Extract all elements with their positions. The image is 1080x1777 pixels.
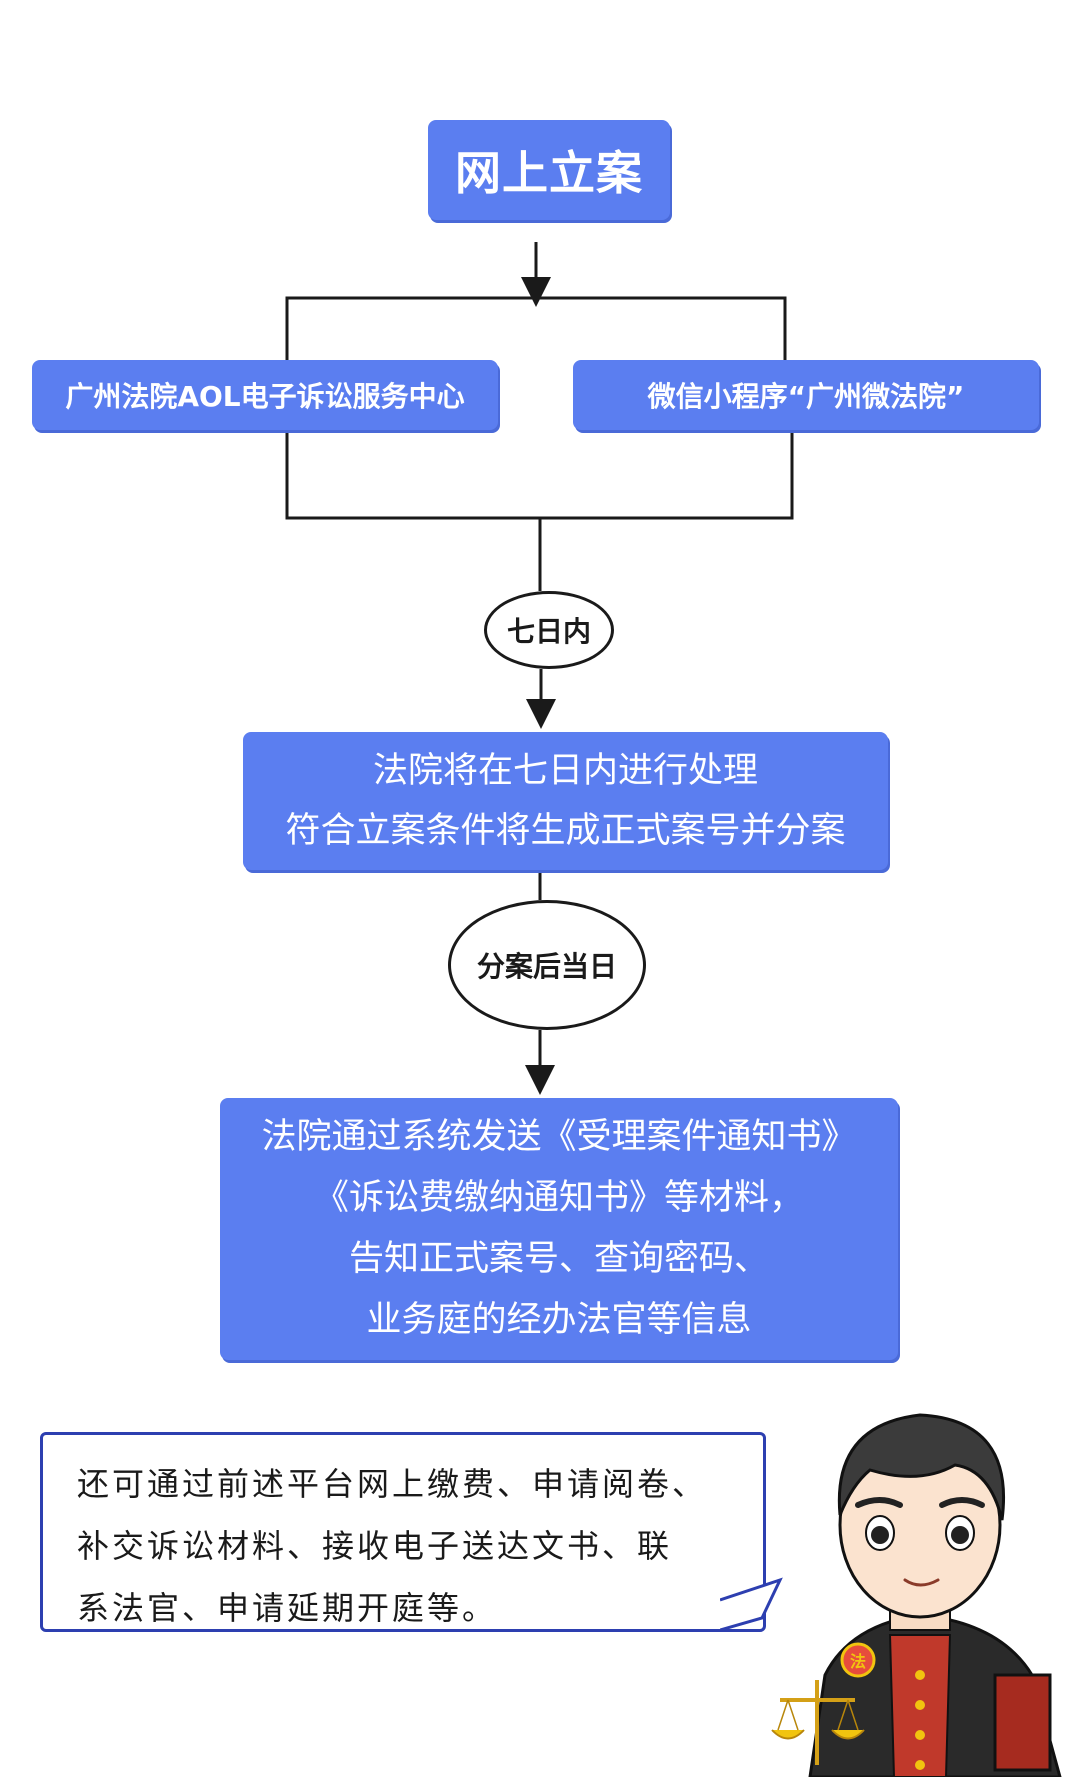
connector-branch-top: [285, 296, 787, 360]
speech-bubble-tail: [720, 1577, 783, 1632]
judge-illustration: 法: [771, 1413, 1062, 1777]
step-label-seven-days-text: 七日内: [506, 615, 591, 648]
step-title-label: 网上立案: [455, 146, 643, 200]
note-line: 补交诉讼材料、接收电子送达文书、联: [77, 1527, 673, 1565]
step-label-seven-days: 七日内: [484, 591, 614, 669]
platform-aol: 广州法院AOL电子诉讼服务中心: [32, 360, 498, 430]
step-notice-line: 法院通过系统发送《受理案件通知书》: [261, 1117, 857, 1157]
step-notice-line: 《诉讼费缴纳通知书》等材料，: [313, 1178, 804, 1218]
law-book: [993, 1673, 1052, 1772]
platform-wechat: 微信小程序“广州微法院”: [573, 360, 1039, 430]
step-process-line: 法院将在七日内进行处理: [372, 751, 758, 791]
step-notice-line: 告知正式案号、查询密码、: [348, 1239, 769, 1279]
note-line: 还可通过前述平台网上缴费、申请阅卷、: [77, 1465, 708, 1503]
step-title-online-filing: 网上立案: [428, 120, 670, 220]
step-label-same-day-text: 分案后当日: [476, 950, 617, 983]
step-process: 法院将在七日内进行处理 符合立案条件将生成正式案号并分案: [243, 732, 888, 870]
scales-icon: [771, 1680, 865, 1765]
step-label-same-day: 分案后当日: [448, 900, 646, 1030]
note-line: 系法官、申请延期开庭等。: [77, 1589, 498, 1627]
connector-branch-bottom: [285, 430, 794, 520]
step-notice-line: 业务庭的经办法官等信息: [366, 1300, 752, 1340]
step-process-line: 符合立案条件将生成正式案号并分案: [285, 811, 846, 851]
court-badge-icon: [840, 1642, 876, 1678]
platform-aol-label: 广州法院AOL电子诉讼服务中心: [65, 380, 465, 413]
speech-bubble-note: 还可通过前述平台网上缴费、申请阅卷、 补交诉讼材料、接收电子送达文书、联 系法官…: [40, 1432, 766, 1632]
platform-wechat-label: 微信小程序“广州微法院”: [647, 380, 965, 413]
court-badge-text: 法: [850, 1652, 866, 1671]
step-notice: 法院通过系统发送《受理案件通知书》 《诉讼费缴纳通知书》等材料， 告知正式案号、…: [220, 1098, 898, 1360]
judge-hair: [837, 1413, 1006, 1521]
